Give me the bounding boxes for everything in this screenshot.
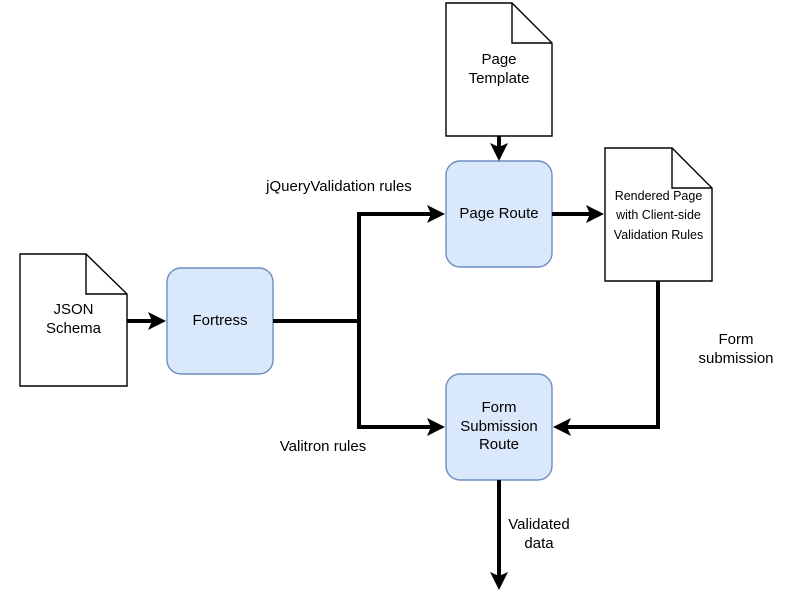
edge-fortress-to-form-route — [357, 321, 431, 429]
page-route-label: Page Route — [459, 204, 539, 222]
arrowhead-page-route-top — [490, 143, 508, 161]
arrowhead-rendered-page — [586, 205, 604, 223]
arrowhead-validated-data — [490, 572, 508, 590]
edge-fortress-to-page-route — [273, 212, 431, 323]
edge-rendered-to-form-route — [567, 281, 660, 429]
page-template-label: Page Template — [468, 51, 530, 87]
form-submission-route-label: Form Submission Route — [460, 398, 538, 454]
arrowhead-fortress — [148, 312, 166, 330]
json-schema-document — [19, 253, 128, 387]
arrowhead-form-route-right — [553, 418, 571, 436]
fortress-label: Fortress — [192, 311, 248, 329]
form-submission-label: Form submission — [698, 331, 774, 367]
arrowhead-form-route-left — [427, 418, 445, 436]
jquery-rules-label: jQueryValidation rules — [266, 177, 412, 195]
rendered-page-label: Rendered Page with Client-side Validatio… — [613, 188, 704, 242]
arrowhead-page-route-left — [427, 205, 445, 223]
json-schema-label: JSON Schema — [45, 301, 102, 337]
page-template-document — [445, 2, 553, 137]
valitron-rules-label: Valitron rules — [279, 437, 367, 455]
rendered-page-document — [604, 147, 713, 282]
validated-data-label: Validated data — [508, 516, 570, 552]
